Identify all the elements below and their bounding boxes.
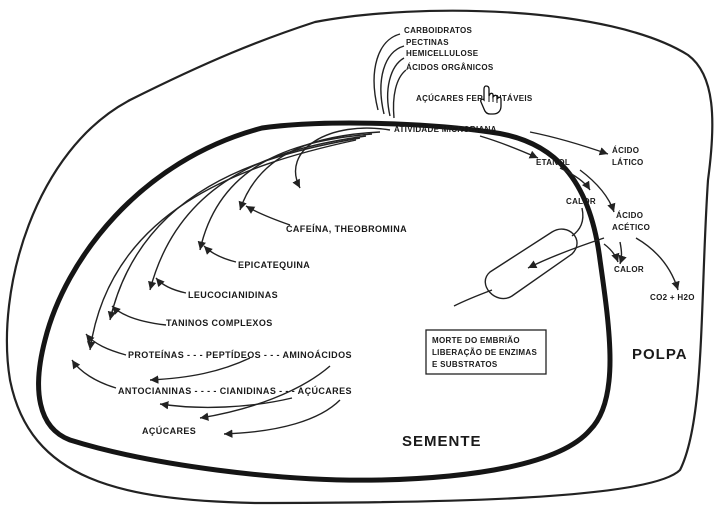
arrow-to-etanol bbox=[480, 136, 538, 158]
label-acido-acetico: ÁCIDO ACÉTICO bbox=[612, 211, 650, 232]
arrow-calor-to-microorganism bbox=[572, 208, 583, 236]
label-acido-acetico-line2: ACÉTICO bbox=[612, 223, 650, 232]
label-etanol: ETANOL bbox=[536, 158, 570, 167]
arrow-microbe-to-calor bbox=[604, 244, 618, 262]
label-leucocianidinas: LEUCOCIANIDINAS bbox=[188, 290, 278, 300]
arrow-acetico-to-co2 bbox=[636, 238, 678, 290]
label-morte-embriao-line2: LIBERAÇÃO DE ENZIMAS bbox=[432, 348, 537, 357]
arrow-microbe-left bbox=[528, 238, 604, 268]
label-morte-embriao-line1: MORTE DO EMBRIÃO bbox=[432, 336, 520, 345]
label-cafeina-teobromina: CAFEÍNA, THEOBROMINA bbox=[286, 224, 407, 234]
seed-outline bbox=[39, 123, 610, 480]
label-calor-1: CALOR bbox=[566, 197, 596, 206]
pulp-outline bbox=[7, 11, 712, 503]
label-morte-embriao: MORTE DO EMBRIÃO LIBERAÇÃO DE ENZIMAS E … bbox=[432, 336, 540, 369]
label-hemicellulose: HEMICELLULOSE bbox=[406, 49, 479, 58]
label-acido-acetico-line1: ÁCIDO bbox=[616, 211, 643, 220]
arrow-cafeina bbox=[246, 206, 290, 225]
microorganism-flagellum bbox=[454, 290, 492, 306]
label-proteinas-peptideos-aminoacidos: PROTEÍNAS - - - PEPTÍDEOS - - - AMINOÁCI… bbox=[128, 350, 352, 360]
label-carboidratos: CARBOIDRATOS bbox=[404, 26, 473, 35]
arrow-acetico-to-calor bbox=[620, 242, 622, 264]
label-atividade-microbiana: ATIVIDADE MICROBIANA bbox=[394, 125, 497, 134]
arrow-antocianinas bbox=[72, 360, 116, 388]
label-acido-latico-line2: LÁTICO bbox=[612, 158, 644, 167]
microorganism-shape bbox=[485, 229, 577, 298]
hand-pointer-icon bbox=[481, 86, 501, 114]
label-acucares-fermentaveis: AÇÚCARES FERMENTÁVEIS bbox=[416, 94, 533, 103]
label-acido-latico-line1: ÁCIDO bbox=[612, 146, 639, 155]
fan-arrow-2 bbox=[381, 46, 404, 114]
arrow-taninos bbox=[112, 306, 166, 325]
label-morte-embriao-line3: E SUBSTRATOS bbox=[432, 360, 498, 369]
label-acido-latico: ÁCIDO LÁTICO bbox=[612, 146, 644, 167]
label-taninos-complexos: TANINOS COMPLEXOS bbox=[166, 318, 273, 328]
label-pectinas: PECTINAS bbox=[406, 38, 449, 47]
label-co2-h2o: CO2 + H2O bbox=[650, 293, 695, 302]
arrow-leuco bbox=[156, 278, 186, 293]
label-acucares-bottom: AÇÚCARES bbox=[142, 425, 196, 436]
arrow-acucares-to-cianid bbox=[224, 400, 340, 434]
arrow-peptideos bbox=[150, 358, 250, 380]
arrow-epicatequina bbox=[204, 246, 236, 262]
label-semente: SEMENTE bbox=[402, 433, 482, 450]
label-polpa: POLPA bbox=[632, 346, 688, 363]
label-calor-2: CALOR bbox=[614, 265, 644, 274]
fan-arrow-4 bbox=[394, 70, 407, 118]
label-antocianinas-cianidinas-acucares: ANTOCIANINAS - - - - CIANIDINAS - - - AÇ… bbox=[118, 385, 352, 396]
label-epicatequina: EPICATEQUINA bbox=[238, 260, 310, 270]
label-acidos-organicos: ÁCIDOS ORGÂNICOS bbox=[406, 63, 494, 72]
